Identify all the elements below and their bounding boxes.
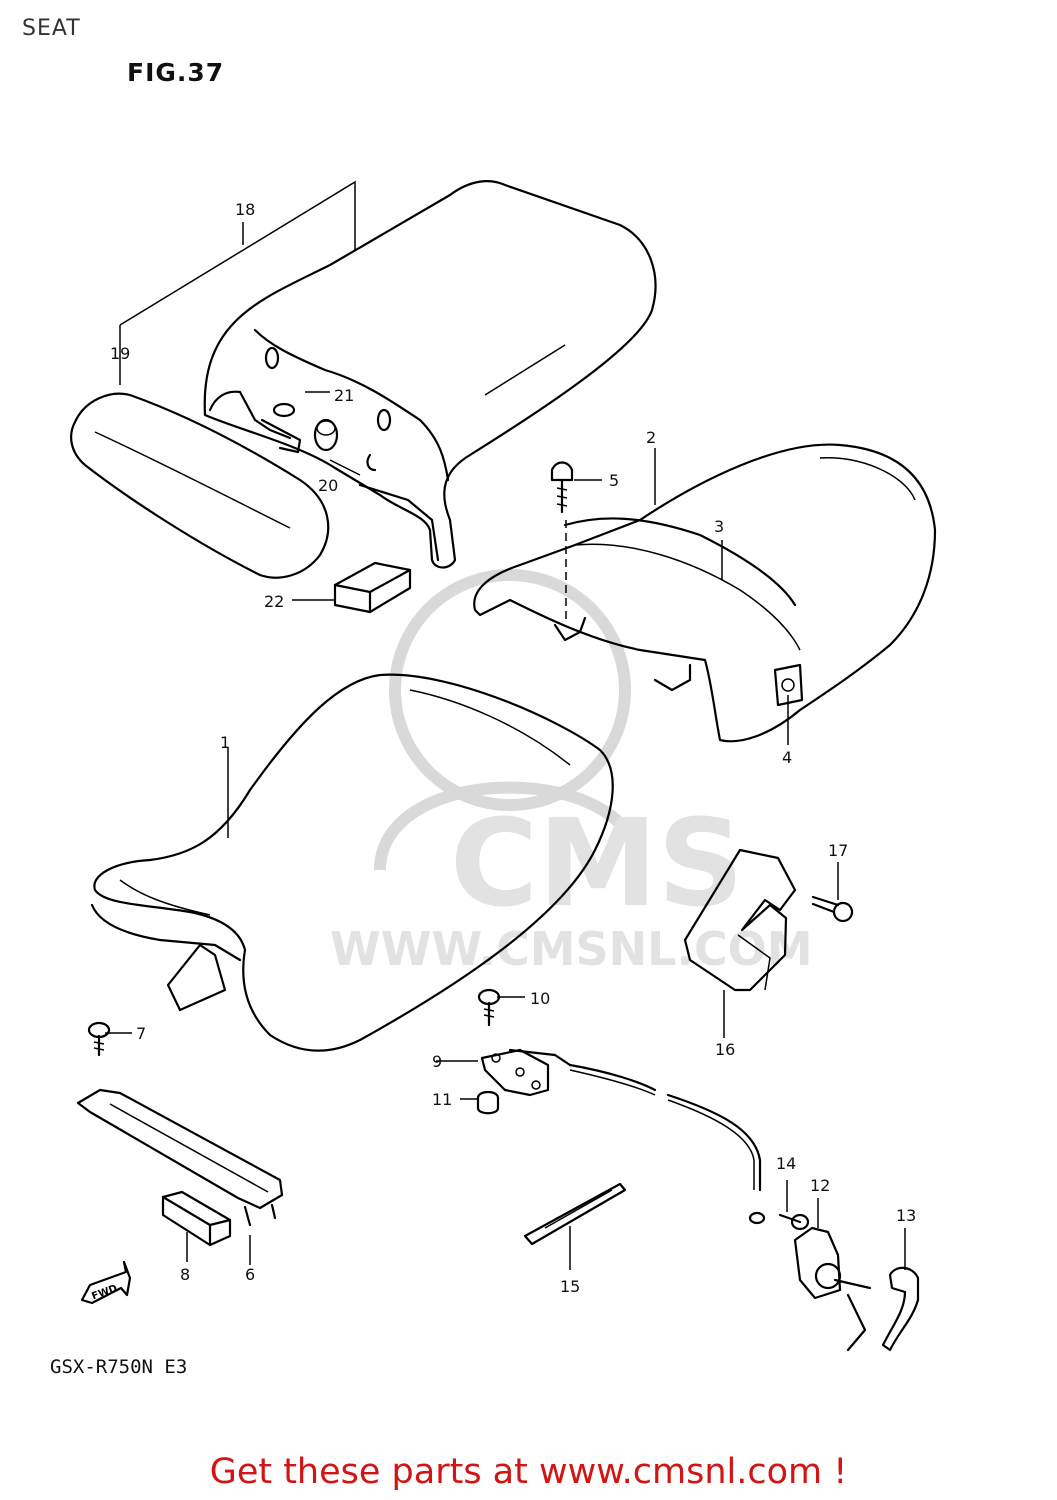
callout-12: 12 [810, 1176, 831, 1195]
part-5-wing-bolt[interactable] [550, 461, 574, 514]
callout-22: 22 [264, 592, 285, 611]
part-8-foam[interactable] [161, 1190, 232, 1247]
part-18-seat-tail-cowl[interactable] [203, 180, 657, 569]
lock-cable-edge [569, 1069, 755, 1190]
callout-9: 9 [432, 1052, 443, 1071]
callout-11: 11 [432, 1090, 453, 1109]
part-11-grommet[interactable] [476, 1090, 500, 1115]
callout-8: 8 [180, 1265, 191, 1284]
callout-18: 18 [235, 200, 256, 219]
part-22-foam-block[interactable] [333, 561, 412, 614]
part-19-rear-pad[interactable] [70, 392, 330, 579]
fwd-arrow-icon: FWD [80, 1260, 132, 1305]
part-2-rear-seat[interactable] [473, 443, 937, 743]
callout-14: 14 [776, 1154, 797, 1173]
callout-10: 10 [530, 989, 551, 1008]
page-title: SEAT [22, 16, 81, 41]
part-21-grommet[interactable] [272, 402, 296, 418]
callout-13: 13 [896, 1206, 917, 1225]
lock-cable-rear [666, 1093, 762, 1192]
callout-2: 2 [646, 428, 657, 447]
part-9-seat-lock[interactable] [480, 1048, 572, 1097]
callout-17: 17 [828, 841, 849, 860]
figure-label: FIG.37 [127, 58, 225, 87]
part-10-screw[interactable] [477, 988, 501, 1027]
callout-7: 7 [136, 1024, 147, 1043]
callout-5: 5 [609, 471, 620, 490]
callout-3: 3 [714, 517, 725, 536]
fwd-label: FWD [90, 1283, 118, 1302]
lock-cable-end [748, 1211, 766, 1225]
watermark-brand: CMS [450, 795, 744, 934]
part-14-screw[interactable] [778, 1213, 810, 1231]
callout-16: 16 [715, 1040, 736, 1059]
part-1-main-seat[interactable] [90, 673, 614, 1052]
part-15-cable-tie[interactable] [523, 1182, 627, 1246]
group-bracket-18-19 [119, 180, 356, 385]
part-13-lever[interactable] [881, 1266, 920, 1352]
part-20-damper[interactable] [313, 418, 339, 452]
leader-lines [105, 391, 906, 1270]
callout-6: 6 [245, 1265, 256, 1284]
callout-19: 19 [110, 344, 131, 363]
part-17-bolt[interactable] [811, 895, 854, 923]
part-7-screw[interactable] [87, 1021, 111, 1057]
callout-21: 21 [334, 386, 355, 405]
part-6-seat-bracket[interactable] [76, 1088, 284, 1227]
callout-20: 20 [318, 476, 339, 495]
watermark-url: WWW.CMSNL.COM [330, 922, 813, 976]
part-16-hook-bracket[interactable] [683, 848, 797, 992]
watermark: CMS WWW.CMSNL.COM [330, 569, 813, 976]
callout-4: 4 [782, 748, 793, 767]
model-label: GSX-R750N E3 [50, 1356, 188, 1378]
callout-1: 1 [220, 733, 231, 752]
part-18-bracket-right [358, 483, 440, 562]
part-18-bracket-left [260, 418, 302, 454]
callout-15: 15 [560, 1277, 581, 1296]
parts-link[interactable]: Get these parts at www.cmsnl.com ! [209, 1452, 848, 1492]
lock-cable-front [568, 1063, 657, 1092]
part-12-lock-cylinder[interactable] [793, 1226, 872, 1352]
